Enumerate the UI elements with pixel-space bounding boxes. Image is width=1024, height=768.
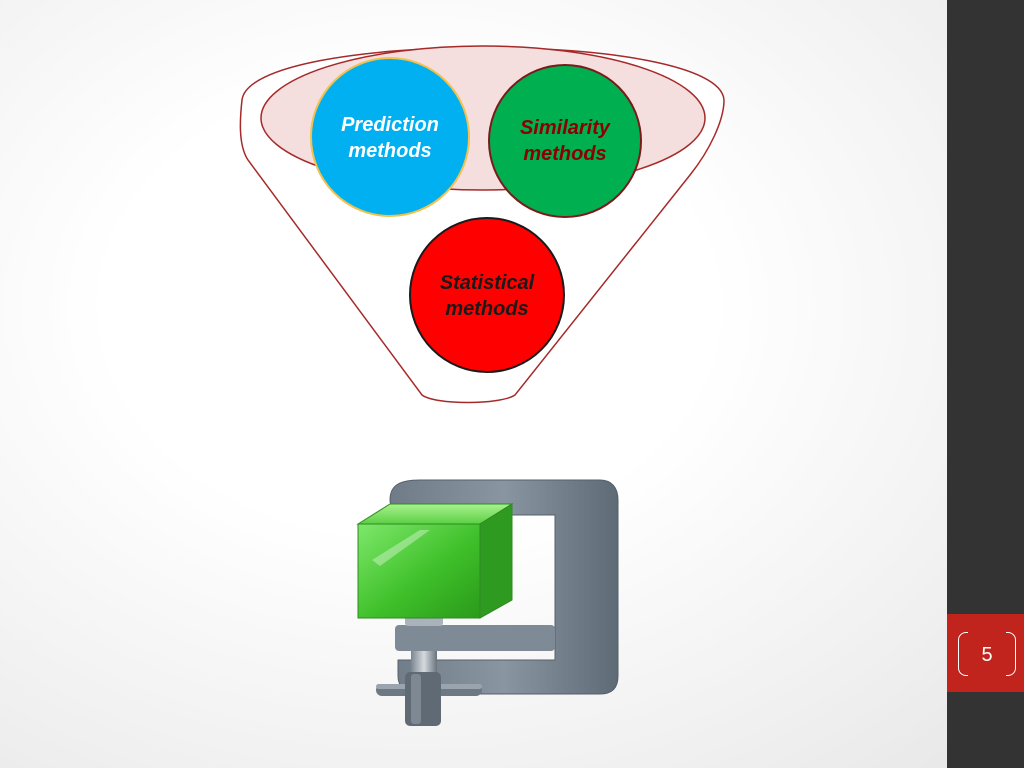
bracket-left-icon bbox=[958, 632, 968, 676]
clamp-compress-icon bbox=[356, 479, 619, 726]
similarity-circle bbox=[488, 64, 642, 218]
bracket-right-icon bbox=[1006, 632, 1016, 676]
prediction-label-line2: methods bbox=[348, 140, 431, 162]
similarity-label-line2: methods bbox=[523, 143, 606, 165]
page-number-box bbox=[947, 614, 1024, 692]
prediction-label-line1: Prediction bbox=[341, 114, 439, 136]
page-number: 5 bbox=[981, 644, 993, 666]
funnel-diagram: Prediction methods Similarity methods St… bbox=[239, 45, 725, 726]
statistical-circle bbox=[409, 217, 565, 373]
statistical-label-line2: methods bbox=[445, 298, 528, 320]
similarity-label-line1: Similarity bbox=[520, 117, 611, 139]
statistical-label-line1: Statistical bbox=[440, 272, 535, 294]
prediction-circle bbox=[310, 57, 470, 217]
